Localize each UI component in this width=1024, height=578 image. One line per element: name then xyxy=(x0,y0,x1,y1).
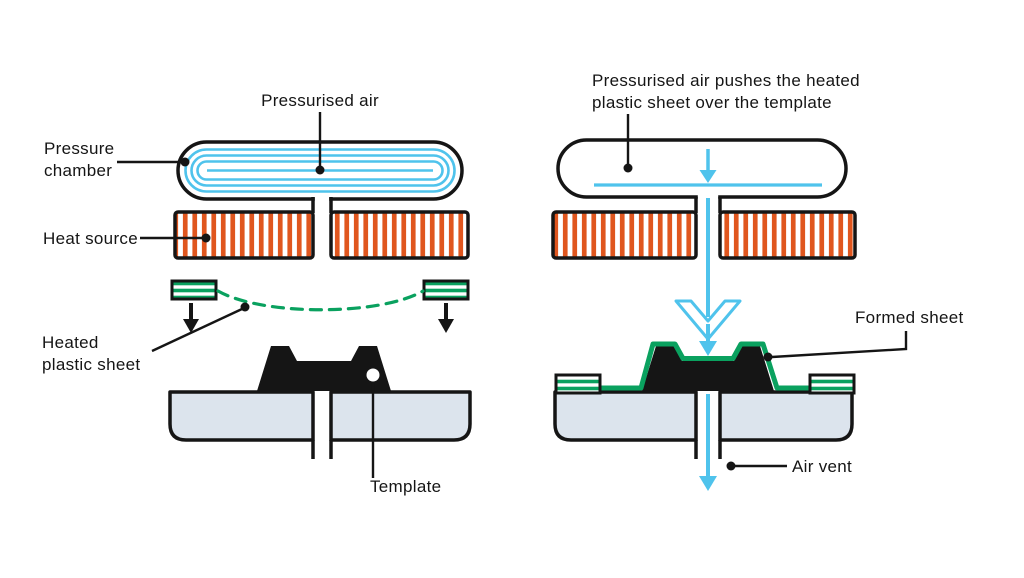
template-hole xyxy=(366,368,380,382)
nozzle-opening xyxy=(314,195,330,214)
left-diagram: Pressurised air Pressure chamber Heat so… xyxy=(42,91,472,496)
clamp-right xyxy=(808,373,856,395)
clamp-right xyxy=(422,279,470,301)
platform-right-half xyxy=(329,390,472,442)
pressure-chamber-label-line1: Pressure xyxy=(44,139,114,158)
caption-line2: plastic sheet over the template xyxy=(592,93,832,112)
template-shape xyxy=(257,346,391,391)
pressurised-air-label: Pressurised air xyxy=(261,91,379,110)
pressure-chamber xyxy=(556,138,848,199)
down-arrow-right-icon xyxy=(438,303,454,333)
platform-left-half xyxy=(553,390,698,442)
air-vent-arrow-head xyxy=(699,476,717,491)
down-arrow-left-head xyxy=(183,319,199,333)
air-arrow-inner-head xyxy=(699,341,717,356)
platform-right-half xyxy=(718,390,854,442)
heat-source-dot xyxy=(201,233,211,243)
template-shape xyxy=(642,346,774,391)
heat-source-left-block xyxy=(551,210,698,260)
heat-source-label: Heat source xyxy=(43,229,138,248)
heated-sheet-leader xyxy=(151,307,243,353)
heated-sheet-dot xyxy=(240,302,250,312)
air-vent-label: Air vent xyxy=(792,457,852,476)
heat-source-right-block xyxy=(718,210,857,260)
clamp-left xyxy=(554,373,602,395)
clamp-left xyxy=(170,279,218,301)
formed-sheet-outline xyxy=(597,341,815,391)
right-diagram: Pressurised air pushes the heated plasti… xyxy=(551,71,963,491)
down-arrow-right-head xyxy=(438,319,454,333)
caption-line1: Pressurised air pushes the heated xyxy=(592,71,860,90)
heat-source-right-block xyxy=(329,210,470,260)
template-label: Template xyxy=(370,477,441,496)
formed-sheet-label: Formed sheet xyxy=(855,308,963,327)
heated-sheet-label-line1: Heated xyxy=(42,333,99,352)
platform-left-half xyxy=(168,390,315,442)
caption-dot xyxy=(623,163,633,173)
pressurised-air-dot xyxy=(315,165,325,175)
pressure-chamber-dot xyxy=(180,157,190,167)
air-vent-dot xyxy=(726,461,736,471)
formed-sheet-leader xyxy=(771,331,908,359)
heat-source-left-block xyxy=(173,210,315,260)
down-arrow-left-icon xyxy=(183,303,199,333)
formed-sheet-dot xyxy=(763,352,773,362)
heated-sheet-label-line2: plastic sheet xyxy=(42,355,140,374)
pressure-chamber-label-line2: chamber xyxy=(44,161,112,180)
heated-plastic-sheet-curve xyxy=(216,289,425,312)
air-arrow-top-head xyxy=(699,170,717,183)
